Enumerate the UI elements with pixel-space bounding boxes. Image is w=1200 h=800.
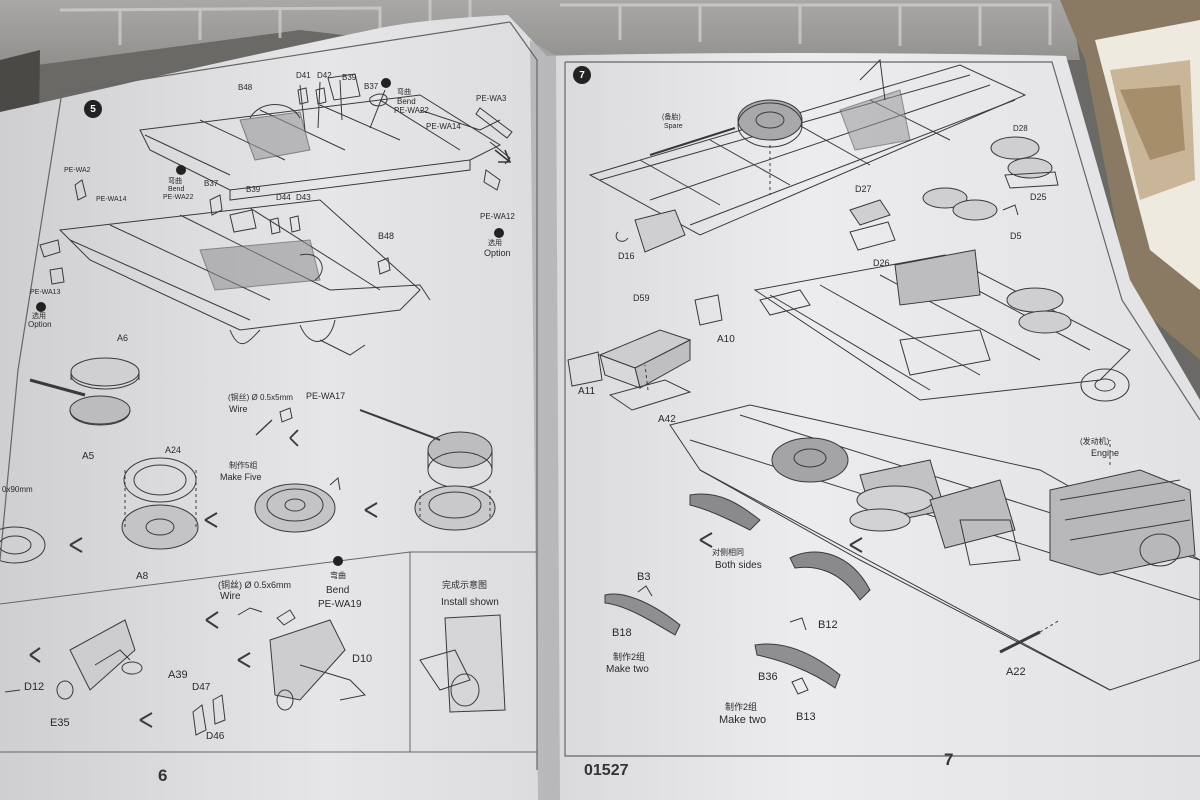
install-shown-label: Install shown bbox=[441, 597, 499, 608]
part-label: B39 bbox=[342, 73, 357, 82]
part-label: D43 bbox=[296, 193, 311, 202]
option-label-cn: 选用 bbox=[488, 240, 502, 247]
part-label: PE-WA14 bbox=[426, 122, 461, 131]
part-label: D44 bbox=[276, 193, 291, 202]
part-label: A11 bbox=[578, 386, 596, 397]
bend-label: Bend bbox=[326, 585, 350, 596]
wire-label: Wire bbox=[220, 591, 241, 602]
wire-spec: (铜丝) Ø 0.5x5mm bbox=[228, 393, 293, 402]
option-symbol-icon bbox=[36, 302, 46, 312]
part-label: PE-WA12 bbox=[480, 212, 515, 221]
bend-label: Bend bbox=[397, 97, 416, 106]
part-label: A5 bbox=[82, 451, 95, 462]
option-label: Option bbox=[28, 320, 52, 329]
bend-symbol-icon bbox=[333, 556, 343, 566]
bend-symbol-icon bbox=[176, 165, 186, 175]
part-label: PE-WA22 bbox=[394, 106, 429, 115]
part-label: D59 bbox=[633, 293, 650, 303]
part-label: D25 bbox=[1030, 192, 1047, 202]
part-label: PE-WA13 bbox=[30, 289, 61, 296]
step-number-badge-left: 5 bbox=[84, 100, 102, 118]
part-label: A24 bbox=[165, 445, 182, 455]
part-label: A8 bbox=[136, 571, 149, 582]
wire-spec: (铜丝) Ø 0.5x6mm bbox=[218, 580, 292, 590]
part-label: B37 bbox=[364, 82, 379, 91]
part-label: PE-WA3 bbox=[476, 94, 507, 103]
spare-label-cn: (备胎) bbox=[662, 114, 681, 121]
part-label: PE-WA19 bbox=[318, 599, 362, 610]
part-label: PE-WA17 bbox=[306, 391, 346, 401]
engine-label: Engine bbox=[1091, 448, 1120, 458]
part-label: B12 bbox=[818, 619, 838, 631]
part-label: D5 bbox=[1010, 231, 1022, 241]
make-five-label: Make Five bbox=[220, 472, 262, 482]
both-sides-cn: 对侧相同 bbox=[712, 548, 744, 557]
part-label: B18 bbox=[612, 627, 632, 639]
part-label: A10 bbox=[717, 334, 735, 345]
bend-label-cn: 弯曲 bbox=[168, 178, 182, 185]
make-two-cn: 制作2组 bbox=[613, 652, 646, 662]
part-label: D16 bbox=[618, 251, 635, 261]
kit-number: 01527 bbox=[584, 762, 629, 779]
option-label: Option bbox=[484, 248, 511, 258]
part-label: D27 bbox=[855, 184, 872, 194]
spare-label: Spare bbox=[664, 123, 683, 130]
part-label: B39 bbox=[246, 185, 261, 194]
page-number-right: 7 bbox=[944, 750, 954, 769]
wire-label: Wire bbox=[229, 404, 248, 414]
install-shown-cn: 完成示意图 bbox=[442, 580, 488, 590]
cut-spec: 0x90mm bbox=[2, 485, 33, 494]
part-label: D26 bbox=[873, 258, 890, 268]
make-two-cn: 制作2组 bbox=[725, 702, 758, 712]
part-label: A6 bbox=[117, 333, 129, 343]
part-label: PE-WA22 bbox=[163, 194, 194, 201]
part-label: D41 bbox=[296, 71, 311, 80]
part-label: B48 bbox=[238, 83, 253, 92]
part-label: E35 bbox=[50, 717, 70, 729]
part-label: B13 bbox=[796, 711, 816, 723]
step-number-badge-right: 7 bbox=[573, 66, 591, 84]
part-label: D12 bbox=[24, 681, 45, 693]
make-two-label: Make two bbox=[606, 664, 649, 675]
part-label: B37 bbox=[204, 179, 219, 188]
bend-label-cn: 弯曲 bbox=[330, 571, 346, 580]
part-label: D42 bbox=[317, 71, 332, 80]
part-label: D47 bbox=[192, 682, 211, 693]
bend-label: Bend bbox=[168, 186, 185, 193]
option-symbol-icon bbox=[494, 228, 504, 238]
bend-label-cn: 弯曲 bbox=[397, 89, 411, 96]
part-label: D10 bbox=[352, 653, 373, 665]
part-label: B3 bbox=[637, 571, 651, 583]
part-label: D46 bbox=[206, 731, 225, 742]
page-number-left: 6 bbox=[158, 766, 168, 785]
both-sides-label: Both sides bbox=[715, 560, 762, 571]
option-label-cn: 选用 bbox=[32, 313, 46, 320]
part-label: A39 bbox=[168, 669, 188, 681]
part-label: PE-WA2 bbox=[64, 167, 91, 174]
part-label: B48 bbox=[378, 231, 395, 241]
make-two-label: Make two bbox=[719, 714, 767, 726]
make-five-cn: 制作5组 bbox=[229, 461, 258, 470]
part-label: D28 bbox=[1013, 124, 1028, 133]
part-label: A22 bbox=[1006, 666, 1026, 678]
part-label: PE-WA14 bbox=[96, 196, 127, 203]
part-label: A42 bbox=[658, 414, 676, 425]
part-label: B36 bbox=[758, 671, 778, 683]
bend-symbol-icon bbox=[381, 78, 391, 88]
engine-label-cn: (发动机) bbox=[1080, 437, 1110, 446]
